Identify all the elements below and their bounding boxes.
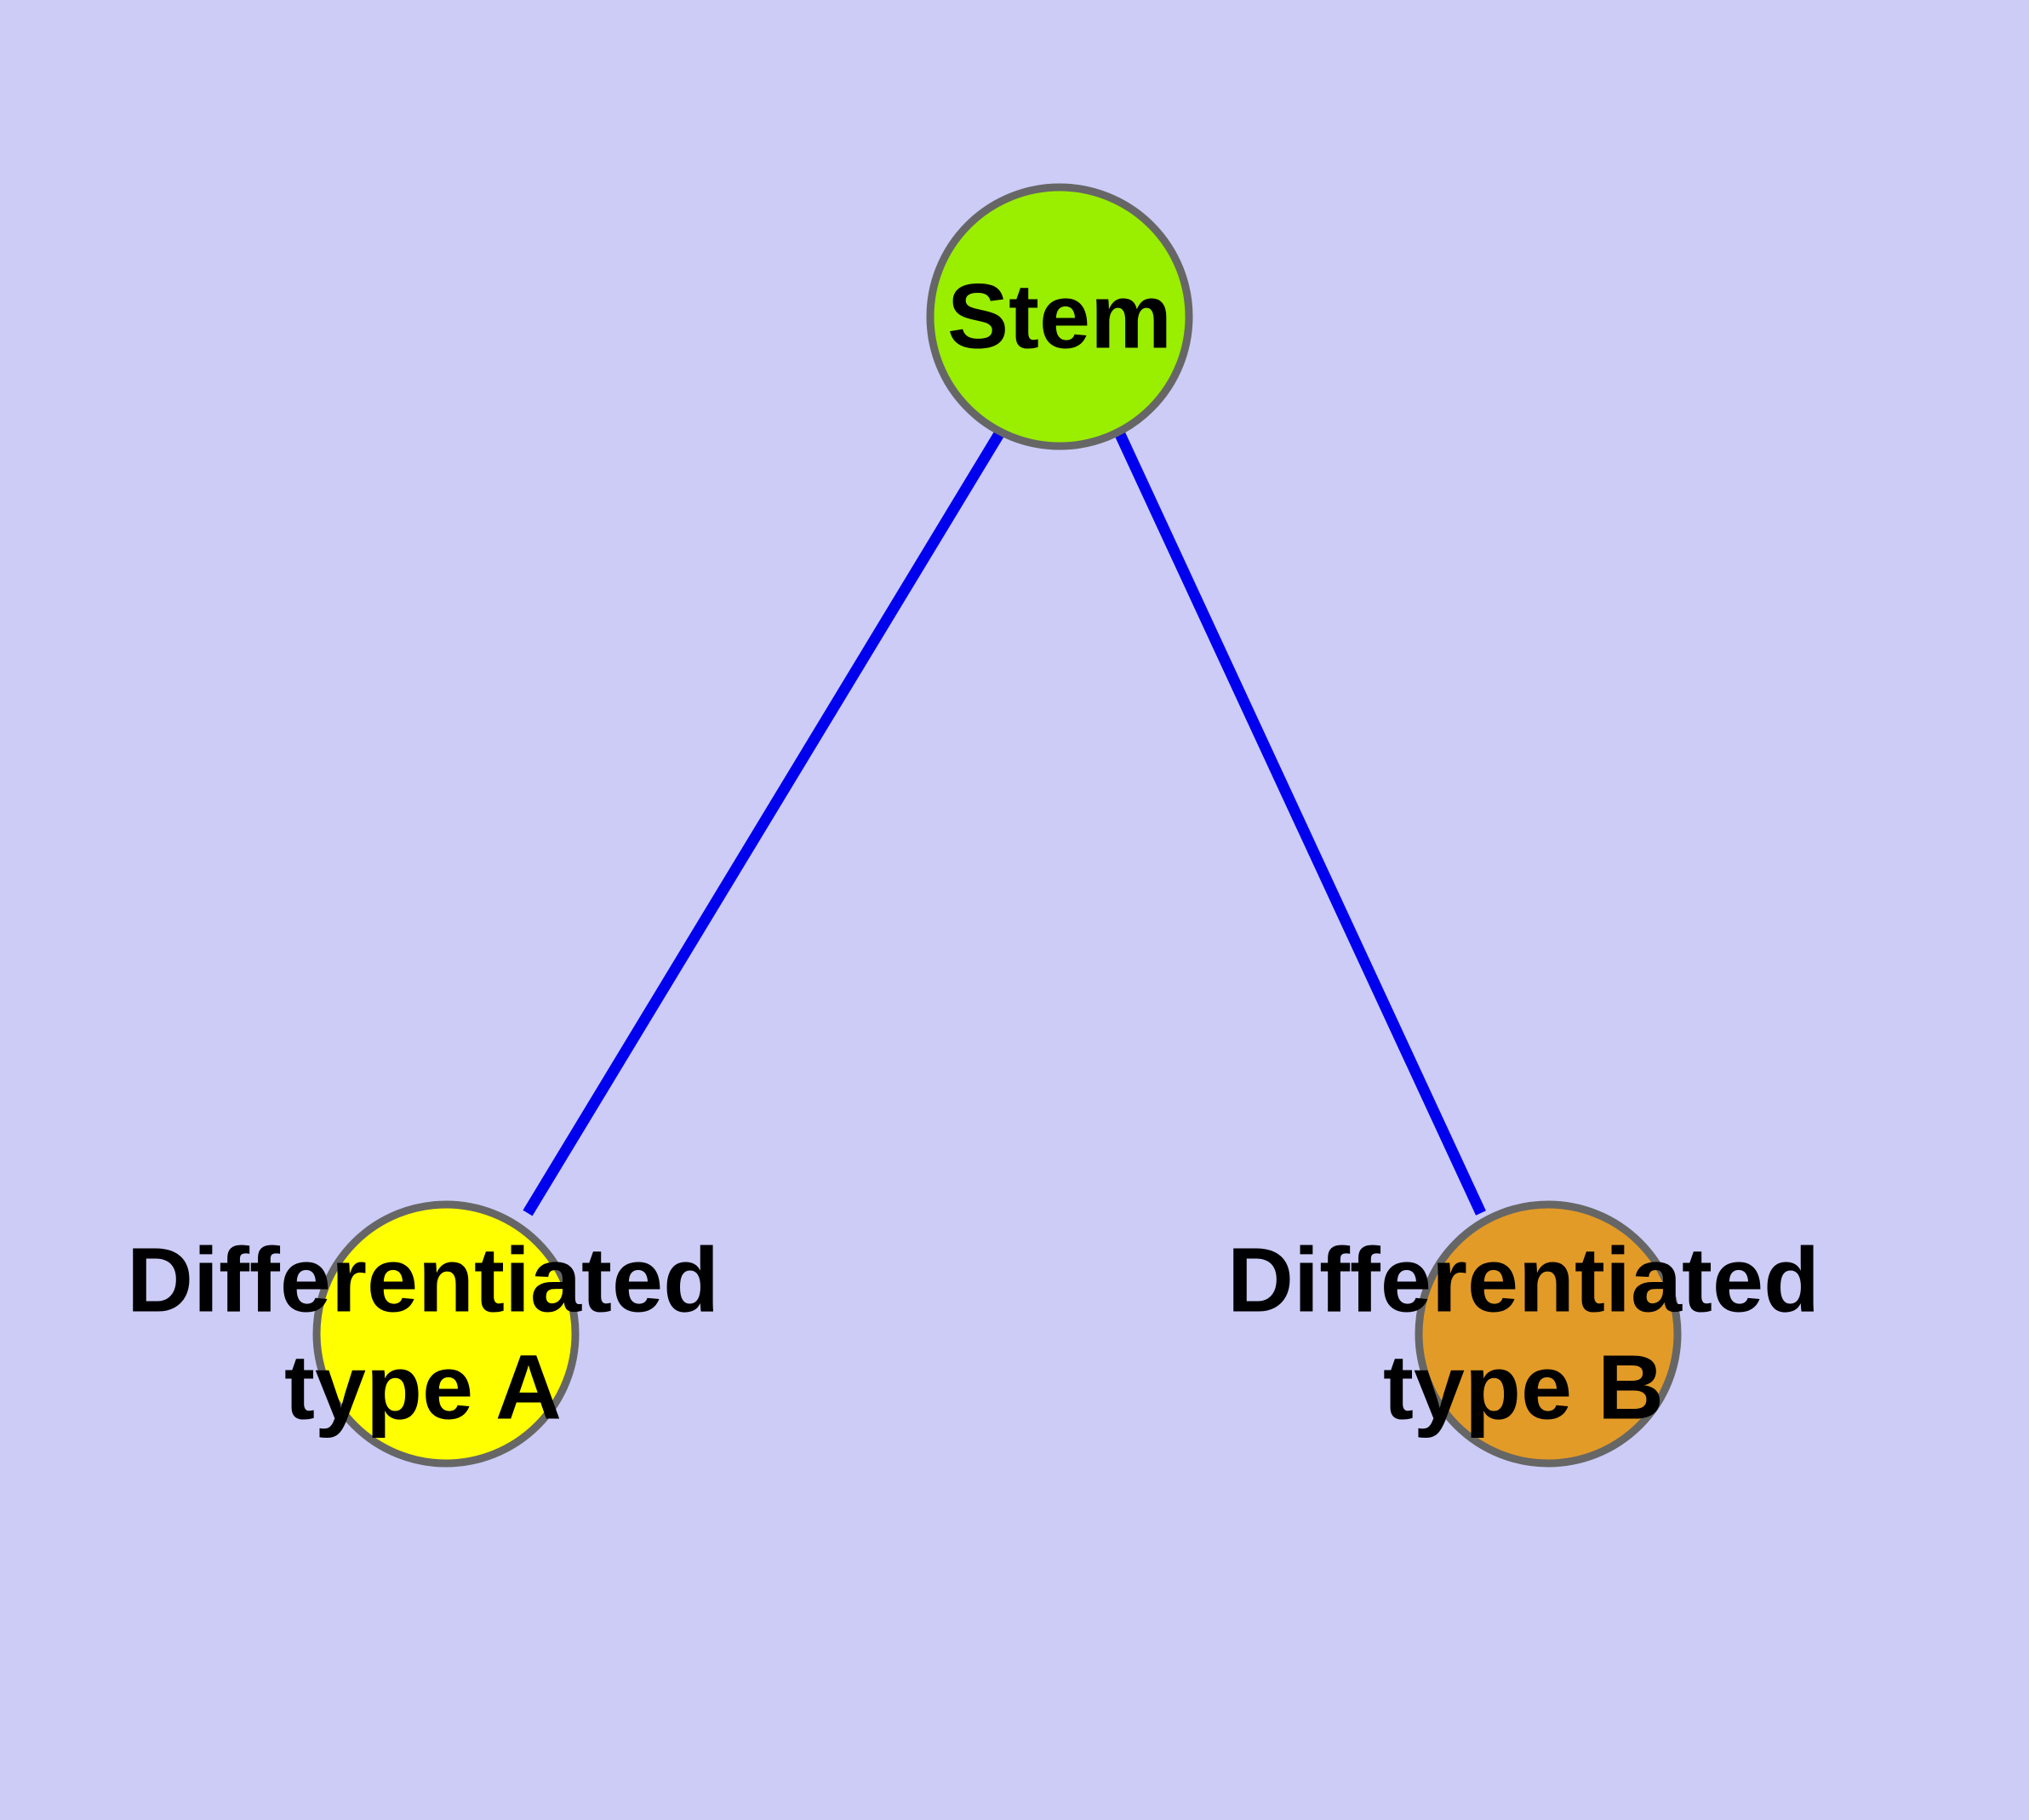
node-circle-differentiated-type-b[interactable] bbox=[1415, 1200, 1682, 1468]
node-label-stem: Stem bbox=[947, 265, 1172, 368]
node-differentiated-type-a[interactable] bbox=[312, 1200, 580, 1468]
label-group: Stem Differentiated type A Differentiate… bbox=[127, 265, 1820, 1439]
edge-stem-to-differentiated-type-a[interactable] bbox=[523, 429, 1005, 1216]
edge-group bbox=[523, 429, 1486, 1216]
node-differentiated-type-b[interactable] bbox=[1415, 1200, 1682, 1468]
node-circle-differentiated-type-a[interactable] bbox=[312, 1200, 580, 1468]
node-circle-stem[interactable] bbox=[926, 183, 1193, 450]
node-label-differentiated-type-a-line2: type A bbox=[284, 1336, 562, 1439]
node-stem[interactable] bbox=[926, 183, 1193, 450]
node-label-differentiated-type-b-line2: type B bbox=[1383, 1336, 1664, 1439]
node-label-differentiated-type-a-line1: Differentiated bbox=[127, 1228, 719, 1331]
edge-stem-to-differentiated-type-b[interactable] bbox=[1114, 430, 1486, 1216]
node-label-differentiated-type-b-line1: Differentiated bbox=[1227, 1228, 1820, 1331]
